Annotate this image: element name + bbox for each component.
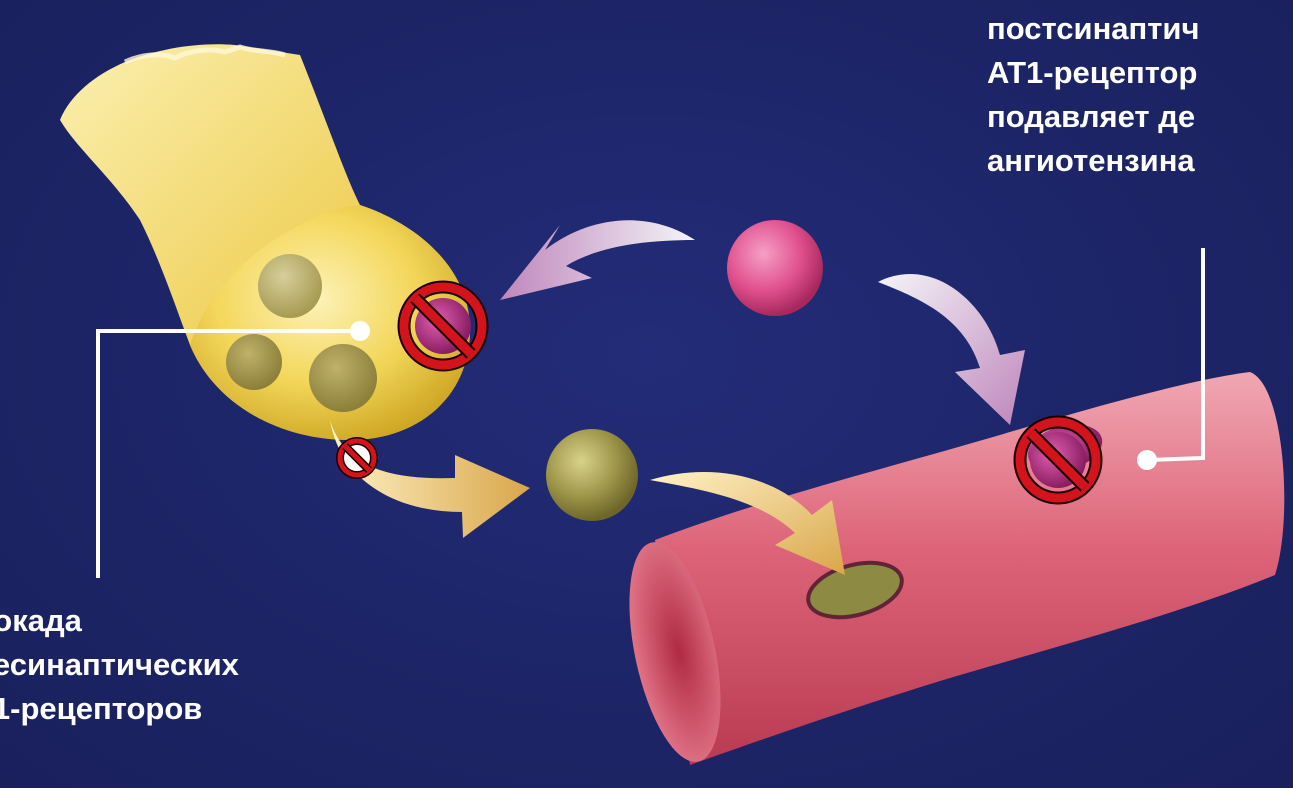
- norepinephrine-molecule: [546, 429, 638, 521]
- nerve-terminal: [60, 44, 470, 440]
- arrow-to-vessel: [878, 274, 1025, 425]
- vesicle: [309, 344, 377, 412]
- prohibition-sign-icon: [1020, 422, 1096, 498]
- caption-line: AT1-рецептор: [987, 51, 1200, 95]
- prohibition-sign-icon: [340, 441, 374, 475]
- caption-presynaptic: локада ресинаптических Т1-рецепторов: [0, 599, 239, 731]
- vesicle: [226, 334, 282, 390]
- arrow-to-nerve: [500, 220, 695, 300]
- caption-line: постсинаптич: [987, 7, 1200, 51]
- caption-line: Т1-рецепторов: [0, 687, 239, 731]
- blood-vessel: [613, 372, 1285, 770]
- caption-line: ангиотензина: [987, 139, 1200, 183]
- vesicle: [258, 254, 322, 318]
- caption-line: подавляет де: [987, 95, 1200, 139]
- caption-line: ресинаптических: [0, 643, 239, 687]
- angiotensin-molecule: [727, 220, 823, 316]
- caption-line: локада: [0, 599, 239, 643]
- caption-postsynaptic: постсинаптич AT1-рецептор подавляет де а…: [987, 7, 1200, 183]
